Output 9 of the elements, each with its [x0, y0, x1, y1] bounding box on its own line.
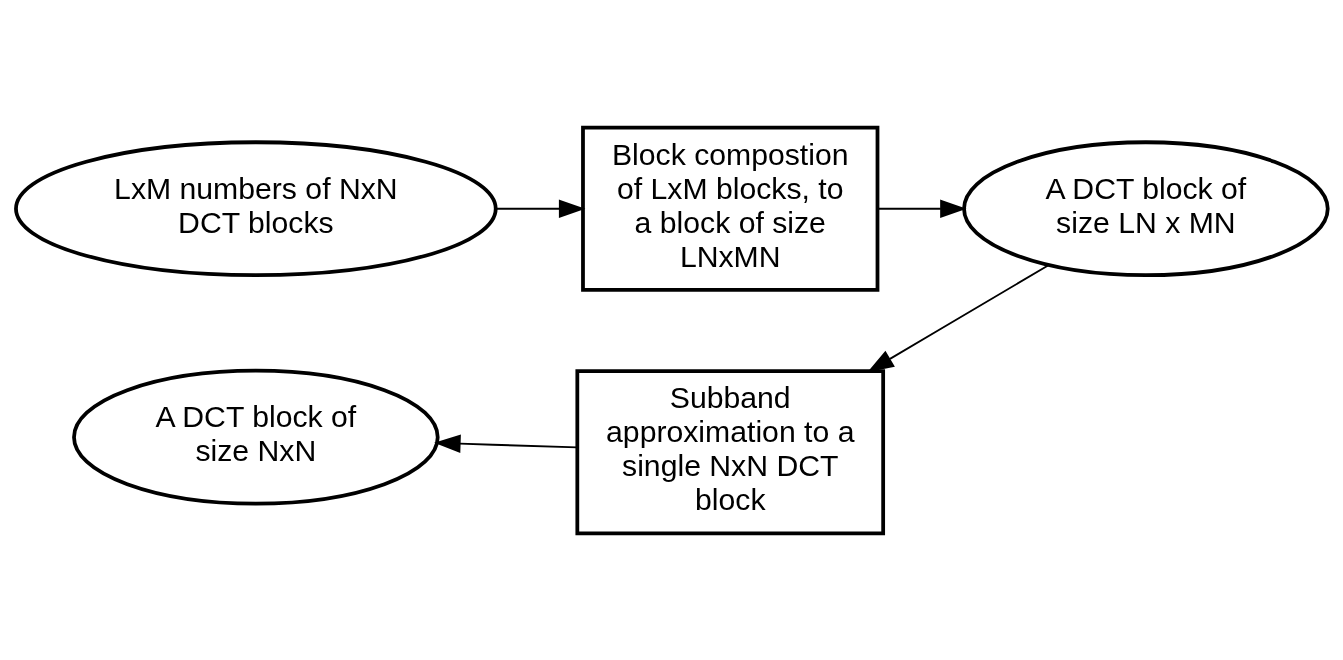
arrow	[876, 198, 967, 218]
node-box: Subband approximation to a single NxN DCT block	[575, 368, 886, 535]
node-ellipse: A DCT block of size NxN	[72, 368, 440, 506]
node-box: Block compostion of LxM blocks, to a block of size LNxMN	[581, 125, 880, 292]
arrow	[867, 264, 1049, 372]
arrow	[434, 433, 579, 453]
arrow	[495, 198, 586, 218]
node-ellipse: A DCT block of size LN x MN	[962, 139, 1330, 277]
node-ellipse: LxM numbers of NxN DCT blocks	[14, 139, 498, 277]
